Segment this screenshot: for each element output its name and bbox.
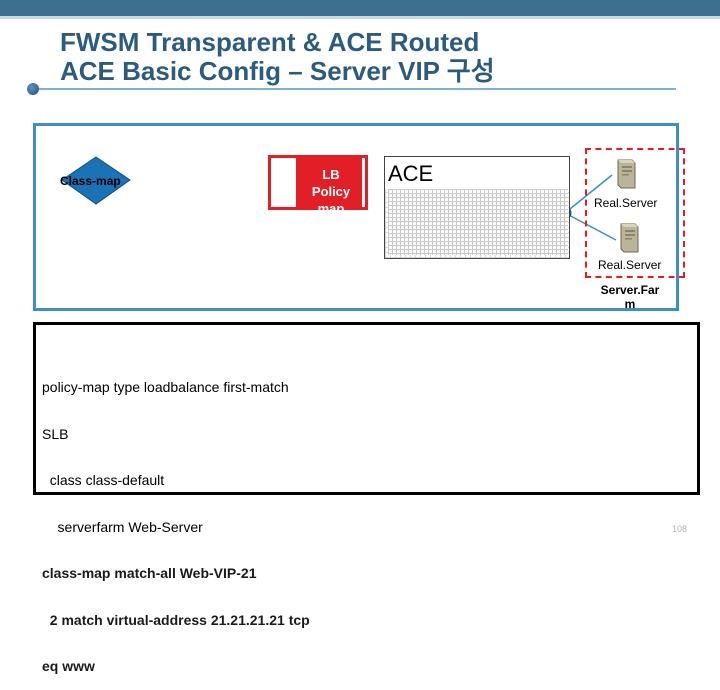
- top-banner: [0, 0, 720, 18]
- server-icon: [617, 159, 636, 189]
- server-farm-box: [585, 148, 685, 278]
- slide-title-line-1: FWSM Transparent & ACE Routed: [60, 27, 480, 57]
- real-server-label: Real.Server: [598, 258, 662, 272]
- config-line: class-map match-all Web-VIP-21: [42, 565, 257, 581]
- class-map-label: Class-map: [60, 174, 121, 188]
- bullet-dot-icon: [27, 83, 39, 95]
- config-text: policy-map type loadbalance first-match …: [42, 349, 310, 690]
- page-number: 108: [672, 524, 688, 534]
- title-underline: [36, 88, 676, 90]
- config-box: [33, 322, 700, 495]
- ace-label: ACE: [388, 161, 434, 186]
- server-farm-label: Server.Far m: [600, 283, 660, 311]
- real-server-label: Real.Server: [594, 196, 658, 210]
- config-line: policy-map type loadbalance first-match: [42, 379, 289, 395]
- ace-grid-fill: [388, 189, 568, 255]
- diagram-frame: [33, 123, 679, 311]
- config-line: 2 match virtual-address 21.21.21.21 tcp: [42, 611, 310, 628]
- config-line: SLB: [42, 425, 69, 442]
- slide-title: FWSM Transparent & ACE Routed ACE Basic …: [60, 28, 495, 86]
- ace-header: [385, 157, 569, 189]
- server-icon: [620, 223, 639, 253]
- config-line: class class-default: [42, 472, 165, 488]
- config-line: serverfarm Web-Server: [42, 518, 203, 535]
- config-line: eq www: [42, 658, 95, 674]
- lb-policy-fill: [296, 155, 362, 210]
- slide-title-line-2: ACE Basic Config – Server VIP 구성: [60, 56, 495, 86]
- top-banner-accent: [0, 16, 720, 19]
- lb-policy-label: LB Policy map: [311, 167, 351, 216]
